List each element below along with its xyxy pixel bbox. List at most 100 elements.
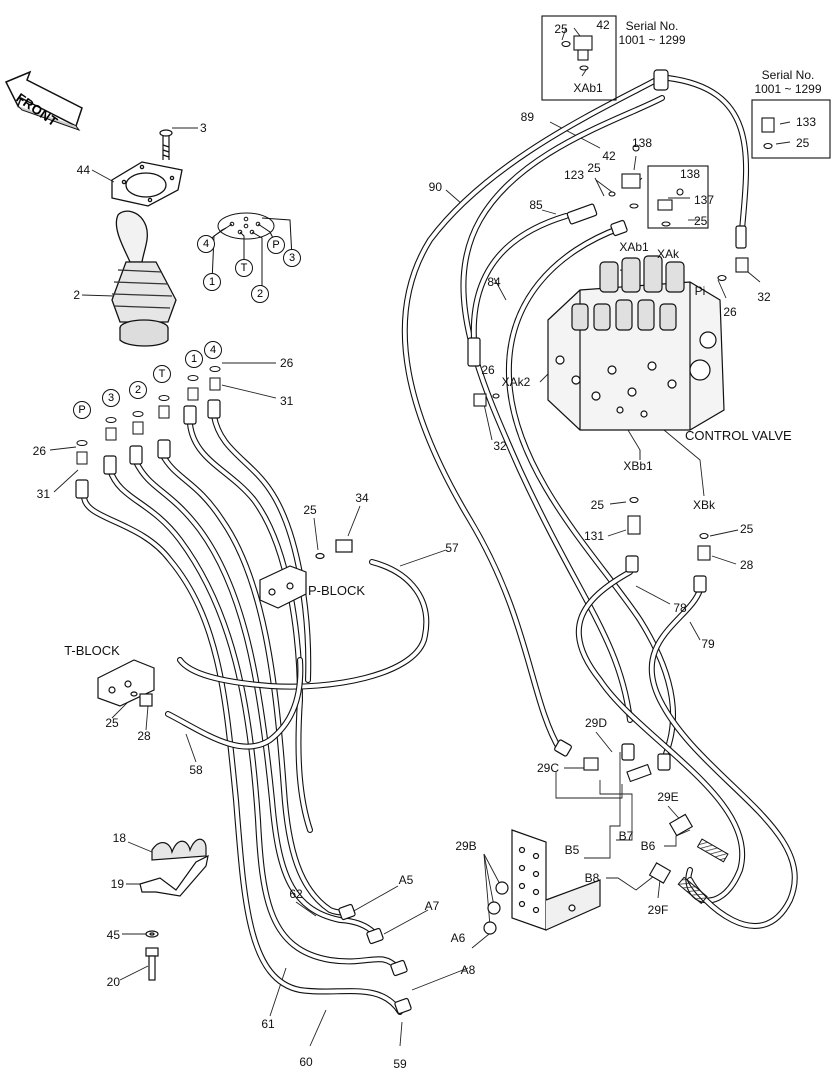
part-42-top: 42 <box>596 18 610 32</box>
part-28-a: 28 <box>740 558 754 572</box>
serial-top-line2: 1001 ~ 1299 <box>618 33 686 47</box>
part-90: 90 <box>428 180 442 194</box>
joystick-handle <box>111 210 177 347</box>
part-138-b: 138 <box>679 167 701 181</box>
part-26-a: 26 <box>280 356 294 370</box>
port-a5: A5 <box>398 873 414 887</box>
p-block-label: P-BLOCK <box>308 583 366 598</box>
part-25-e: 25 <box>740 522 754 536</box>
part-61: 61 <box>261 1017 275 1031</box>
t-block <box>97 659 155 707</box>
port-xbb1: XBb1 <box>623 459 653 473</box>
part-2: 2 <box>73 288 80 302</box>
port-xab1-top: XAb1 <box>573 81 603 95</box>
part-29d: 29D <box>584 716 608 730</box>
port-b7: B7 <box>618 829 634 843</box>
port-adapters <box>76 366 221 465</box>
part-31-b: 31 <box>36 487 50 501</box>
part-58: 58 <box>189 763 203 777</box>
part-25-top: 25 <box>554 22 568 36</box>
part-31-a: 31 <box>280 394 294 408</box>
port-b6: B6 <box>640 839 656 853</box>
part-32-b: 32 <box>493 439 507 453</box>
part-44: 44 <box>76 163 90 177</box>
port-a6: A6 <box>450 931 466 945</box>
part-32-a: 32 <box>757 290 771 304</box>
port-a7: A7 <box>424 899 440 913</box>
port-xak: XAk <box>656 247 680 261</box>
joystick-bolt <box>159 129 173 160</box>
part-78: 78 <box>673 601 687 615</box>
hose-crimp-hatched <box>677 838 729 905</box>
part-26-b: 26 <box>32 444 46 458</box>
part-85: 85 <box>529 198 543 212</box>
control-valve <box>547 255 725 431</box>
joystick-mounting-plate <box>111 161 183 207</box>
t-block-label: T-BLOCK <box>64 643 120 658</box>
part-60: 60 <box>299 1055 313 1069</box>
fitting-port-t: T <box>153 365 171 383</box>
part-138-a: 138 <box>631 136 653 150</box>
part-84: 84 <box>487 275 501 289</box>
leader-lines <box>49 27 791 1047</box>
serial-right-line1: Serial No. <box>761 68 815 82</box>
fitting-port-3: 3 <box>102 389 120 407</box>
part-29e: 29E <box>657 790 679 804</box>
part-42: 42 <box>602 149 616 163</box>
hoses <box>81 75 798 1015</box>
joystick-port-t: T <box>235 259 253 277</box>
p-block <box>259 539 353 609</box>
part-59: 59 <box>393 1057 407 1071</box>
port-b5: B5 <box>564 843 580 857</box>
joystick-port-4: 4 <box>197 235 215 253</box>
part-133: 133 <box>796 115 817 129</box>
joystick-port-p: P <box>267 236 285 254</box>
joystick-port-pattern <box>203 212 293 294</box>
part-25-g: 25 <box>105 716 119 730</box>
part-25-b: 25 <box>694 214 708 228</box>
part-137: 137 <box>694 193 715 207</box>
port-b8: B8 <box>584 871 600 885</box>
part-25-c: 25 <box>796 136 810 150</box>
port-xbk: XBk <box>692 498 716 512</box>
part-19: 19 <box>110 877 124 891</box>
fitting-port-p: P <box>73 401 91 419</box>
serial-top-line1: Serial No. <box>625 19 679 33</box>
part-18: 18 <box>112 831 126 845</box>
part-131: 131 <box>583 529 604 543</box>
part-79: 79 <box>701 637 715 651</box>
port-a8: A8 <box>460 963 476 977</box>
part-29f: 29F <box>647 903 669 917</box>
part-62: 62 <box>289 887 303 901</box>
port-xak2: XAk2 <box>501 375 531 389</box>
part-26-d: 26 <box>481 363 495 377</box>
part-25-d: 25 <box>590 498 604 512</box>
joystick-port-1: 1 <box>203 273 221 291</box>
control-valve-label: CONTROL VALVE <box>685 428 792 443</box>
hose-fittings <box>75 69 747 1015</box>
part-29c: 29C <box>536 761 560 775</box>
part-29b: 29B <box>455 839 477 853</box>
part-25-a: 25 <box>587 161 601 175</box>
part-26-c: 26 <box>723 305 737 319</box>
part-89: 89 <box>520 110 534 124</box>
port-xab1: XAb1 <box>619 240 649 254</box>
serial-right-line2: 1001 ~ 1299 <box>754 82 822 96</box>
joystick-port-2: 2 <box>251 285 269 303</box>
valve-area-fittings <box>473 15 831 884</box>
clamp-hardware <box>139 838 209 981</box>
part-3: 3 <box>200 121 207 135</box>
fitting-port-1: 1 <box>185 350 203 368</box>
bulkhead-bracket <box>483 829 601 935</box>
fitting-port-4: 4 <box>204 341 222 359</box>
part-123: 123 <box>563 168 585 182</box>
port-pi: Pi <box>694 284 706 298</box>
part-20: 20 <box>106 975 120 989</box>
part-45: 45 <box>106 928 120 942</box>
part-25-f: 25 <box>303 503 317 517</box>
joystick-port-3: 3 <box>283 249 301 267</box>
front-arrow-icon <box>4 70 83 132</box>
part-34: 34 <box>355 491 369 505</box>
fitting-port-2: 2 <box>129 381 147 399</box>
